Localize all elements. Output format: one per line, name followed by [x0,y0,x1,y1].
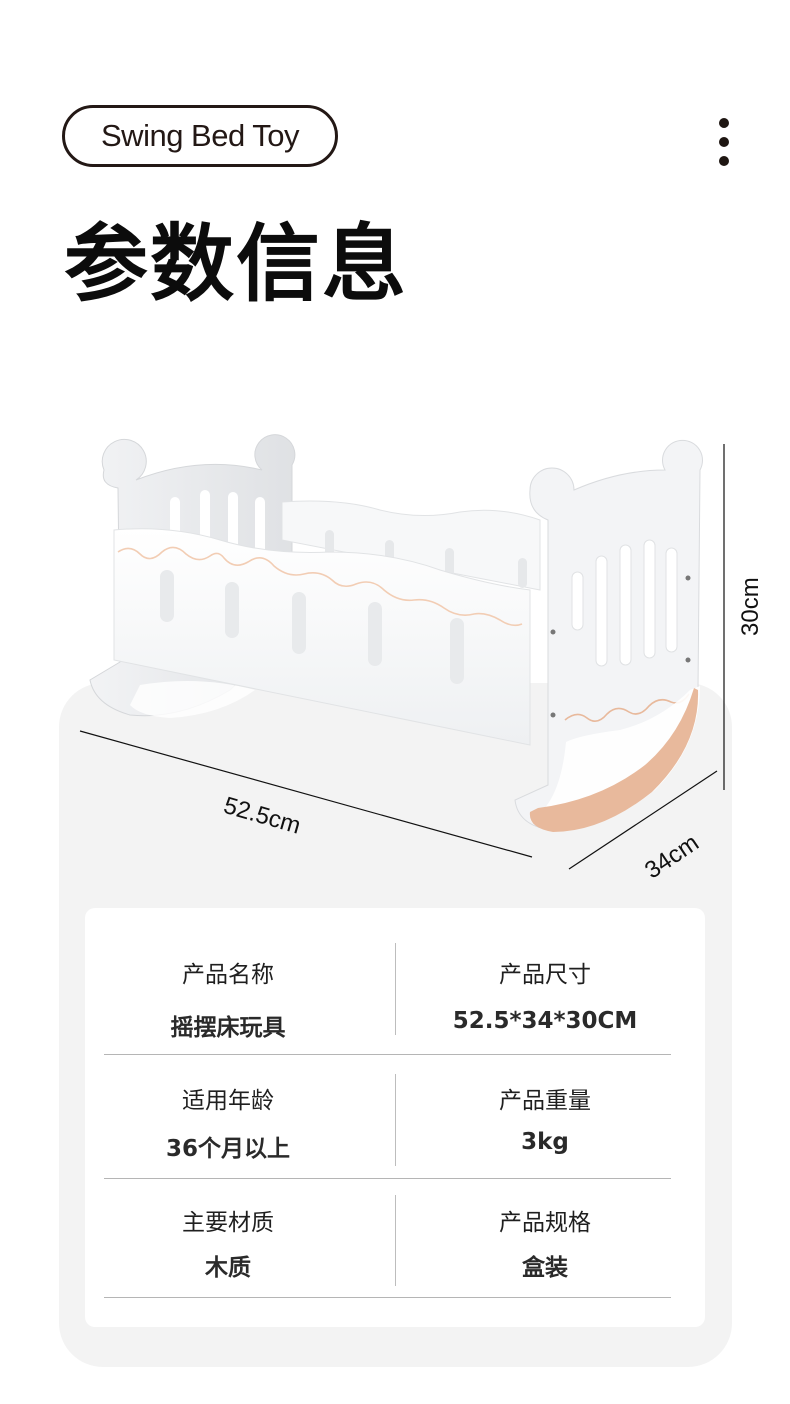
length-dimension-line [79,730,533,858]
row-divider [104,1054,671,1055]
badge-label: Swing Bed Toy [101,118,300,153]
spec-value-weight: 3kg [521,1129,569,1155]
column-divider [395,943,396,1035]
product-name-badge: Swing Bed Toy [62,105,338,167]
row-divider [104,1178,671,1179]
spec-label-packaging: 产品规格 [499,1210,591,1236]
spec-value-material: 木质 [205,1255,251,1281]
front-headboard [514,439,703,832]
spec-value-product-name: 摇摆床玩具 [170,1015,286,1041]
spec-value-product-size: 52.5*34*30CM [452,1008,638,1034]
spec-value-packaging: 盒装 [522,1255,568,1281]
spec-label-material: 主要材质 [182,1210,274,1236]
cradle-product-image [79,434,725,870]
height-dimension-label: 30cm [737,577,764,636]
more-vertical-icon[interactable] [715,116,733,168]
row-divider [104,1297,671,1298]
width-dimension-line [568,770,718,870]
spec-label-product-size: 产品尺寸 [499,962,591,988]
spec-label-weight: 产品重量 [499,1088,591,1114]
column-divider [395,1074,396,1166]
front-side-panel [113,528,531,746]
spec-label-product-name: 产品名称 [182,962,274,988]
page-title: 参数信息 [64,215,409,313]
spec-label-age: 适用年龄 [182,1088,274,1114]
rocker-accent [529,688,699,832]
column-divider [395,1195,396,1286]
spec-value-age: 36个月以上 [165,1136,290,1162]
